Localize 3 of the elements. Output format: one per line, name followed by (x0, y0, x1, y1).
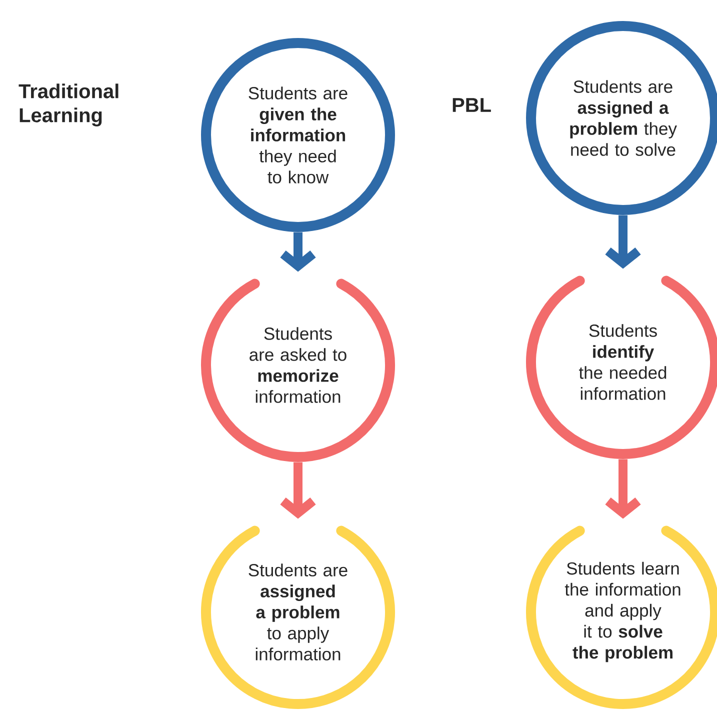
circle-node: Students are given the information they need to know (201, 38, 395, 232)
heading: Traditional Learning (18, 84, 118, 126)
heading: PBL (452, 98, 491, 112)
